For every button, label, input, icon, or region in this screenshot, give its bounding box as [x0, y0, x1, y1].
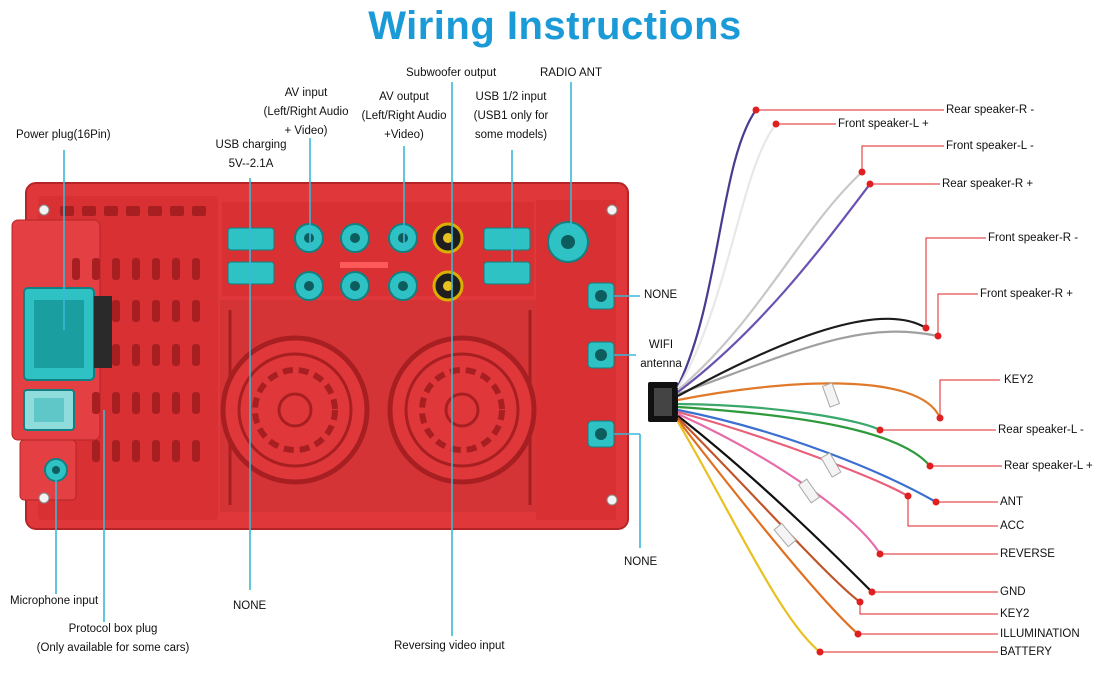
av-output-label: AV output (Left/Right Audio +Video) [361, 91, 447, 141]
wire-markers [752, 106, 944, 656]
head-unit [11, 182, 629, 530]
wire-label: ILLUMINATION [1000, 628, 1080, 640]
wire-label: ANT [1000, 496, 1023, 508]
wire-label: Front speaker-L + [838, 118, 929, 130]
wire-label: KEY2 [1000, 608, 1030, 620]
none-dab-label: NONE [624, 556, 658, 568]
none-gps-label: NONE [644, 289, 678, 301]
wire-label: Rear speaker-L + [1004, 460, 1093, 472]
subwoofer-label: Subwoofer output [406, 67, 497, 79]
fan-left [220, 335, 370, 485]
wifi-antenna-label: WIFI antenna [640, 339, 682, 370]
wire-label: GND [1000, 586, 1026, 598]
reversing-video-label: Reversing video input [394, 640, 505, 652]
av-input-label: AV input (Left/Right Audio + Video) [263, 87, 349, 137]
wire-label: Rear speaker-L - [998, 424, 1084, 436]
wire-label: ACC [1000, 520, 1025, 532]
wire-label: Rear speaker-R + [942, 178, 1034, 190]
wire-label: Front speaker-L - [946, 140, 1034, 152]
protocol-box-label: Protocol box plug (Only available for so… [36, 623, 190, 654]
callout-lines [55, 82, 641, 636]
power-plug-label: Power plug(16Pin) [16, 129, 111, 141]
wire-label: REVERSE [1000, 548, 1055, 560]
wire-label: Front speaker-R + [980, 288, 1073, 300]
usb-charging-label: USB charging 5V--2.1A [215, 139, 287, 170]
wire-label: BATTERY [1000, 646, 1052, 658]
usb-input-label: USB 1/2 input (USB1 only for some models… [473, 91, 549, 141]
radio-ant-label: RADIO ANT [540, 67, 602, 79]
wire-label: Front speaker-R - [988, 232, 1079, 244]
wire-label: KEY2 [1004, 374, 1034, 386]
wire-leaders [756, 109, 1002, 653]
fan-right [387, 335, 537, 485]
microphone-label: Microphone input [10, 595, 99, 607]
page-title: Wiring Instructions [368, 4, 742, 48]
wire-label: Rear speaker-R - [946, 104, 1035, 116]
wire-bundle [677, 109, 942, 653]
none-bottom-label: NONE [233, 600, 267, 612]
